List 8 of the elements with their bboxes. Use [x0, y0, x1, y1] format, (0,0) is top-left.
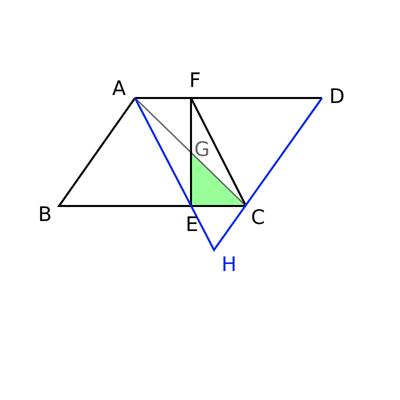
point-label: A: [112, 78, 126, 98]
point-label: B: [38, 204, 52, 224]
point-label: H: [221, 254, 237, 274]
point-label: G: [194, 139, 210, 159]
point-label: E: [186, 214, 198, 234]
point-label: F: [189, 70, 201, 90]
point-label: C: [251, 207, 265, 227]
point-label: D: [329, 86, 345, 106]
